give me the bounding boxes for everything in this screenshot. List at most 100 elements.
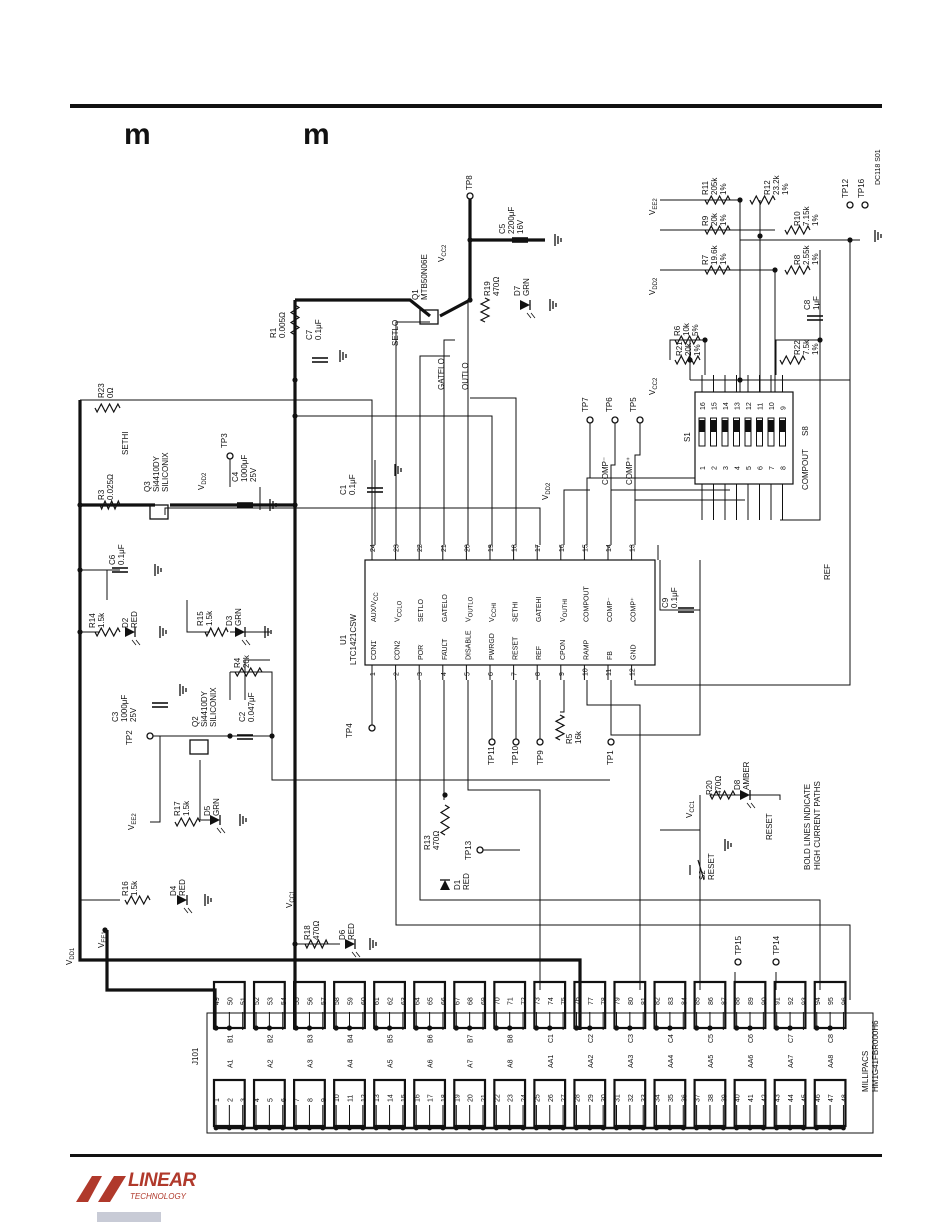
component-value: 205k <box>710 177 719 195</box>
connector-pin-dot <box>534 1125 539 1131</box>
s1-pin-number: 13 <box>735 402 742 410</box>
connector-pin-label: 34 <box>655 1094 662 1102</box>
component-value: 0.047μF <box>247 692 256 722</box>
component-value: GRN <box>212 798 221 816</box>
connector-pin-dot <box>213 1125 219 1131</box>
connector-pin-dot <box>654 1125 659 1131</box>
connector-pin-label: 25 <box>534 1094 541 1102</box>
wire <box>563 489 590 545</box>
connector-group-label: B6 <box>428 1034 435 1043</box>
connector-pin-label: 43 <box>775 1094 782 1102</box>
connector-pin-dot <box>520 1125 526 1131</box>
r21-resistor-icon <box>674 354 701 366</box>
component-value: Si4410DY <box>152 455 161 492</box>
component-value: RED <box>130 611 139 628</box>
connector-group-label: C6 <box>748 1034 755 1043</box>
junction-dot <box>847 237 853 243</box>
connector-pin-dot <box>293 1125 299 1131</box>
u1-pin-name: CPON <box>560 640 567 660</box>
component-value: 2.55k <box>802 244 811 265</box>
test-point-label: TP6 <box>605 397 614 412</box>
component-extra: 1% <box>719 214 728 226</box>
u1-pin-number: 19 <box>488 544 495 552</box>
u1-pin-number: 5 <box>464 672 471 676</box>
component-value: 7.15k <box>802 205 811 226</box>
connector-pin-dot <box>373 1125 379 1131</box>
component-ref: R11 <box>701 180 710 195</box>
test-point-label: TP8 <box>465 175 474 190</box>
connector-pin-label: 14 <box>388 1094 395 1102</box>
connector-pin-label: 74 <box>548 997 555 1005</box>
tp16 <box>861 201 869 209</box>
connector-pin-dot <box>467 1125 473 1131</box>
component-ref: R1 <box>269 327 278 338</box>
tp3 <box>226 452 234 460</box>
connector-pin-label: 30 <box>601 1094 608 1102</box>
junction-dot <box>772 267 778 273</box>
component-ref: R17 <box>173 801 182 816</box>
junction-dot <box>269 733 275 739</box>
u1-pin-number: 9 <box>559 672 566 676</box>
connector-ref: J101 <box>191 1047 200 1065</box>
s1-pin-number: 2 <box>712 466 719 470</box>
junction-dot <box>227 733 233 739</box>
connector-pin-label: 80 <box>628 997 635 1005</box>
component-value: 1000μF <box>240 455 249 482</box>
u1-pin-number: 10 <box>582 668 589 676</box>
u1-pin-name: RESET <box>513 636 520 660</box>
wire <box>271 736 610 781</box>
component-extra: SILICONIX <box>209 687 218 727</box>
tp14 <box>772 958 780 966</box>
connector-pin-label: 46 <box>815 1094 822 1102</box>
s1-part: S8 <box>801 426 810 436</box>
test-point-label: TP2 <box>125 730 134 745</box>
connector-pin-label: 54 <box>281 997 288 1005</box>
r12-resistor-icon <box>749 194 776 206</box>
u1-pin-name: FAULT <box>442 638 449 660</box>
component-extra: 25V <box>129 707 138 722</box>
q3-mosfet-icon <box>149 504 169 520</box>
rail-label: VCC2 <box>437 244 448 262</box>
ground-icon <box>269 499 277 511</box>
component-extra: 25V <box>249 467 258 482</box>
u1-pin-number: 1 <box>370 672 377 676</box>
ground-icon <box>874 230 882 242</box>
junction-dot <box>453 1025 459 1031</box>
connector-pin-label: 1 <box>214 1098 221 1102</box>
r8-resistor-icon <box>784 264 811 276</box>
junction-dot <box>77 629 83 635</box>
test-point-label: TP9 <box>536 750 545 765</box>
light-ray-icon <box>526 312 536 319</box>
connector-group-label: C5 <box>708 1034 715 1043</box>
s1-toggle <box>699 420 705 432</box>
junction-dot <box>292 377 298 383</box>
component-ref: R23 <box>97 383 106 398</box>
u1-pin-name: DISABLE <box>465 630 472 660</box>
connector-group-label: AA7 <box>788 1055 795 1068</box>
junction-dot <box>102 927 108 933</box>
junction-dot <box>547 1025 553 1031</box>
connector-pin-label: 86 <box>708 997 715 1005</box>
component-ref: R14 <box>88 613 97 628</box>
u1-pin-number: 24 <box>370 544 377 552</box>
component-extra: 1% <box>811 214 820 226</box>
component-ref: D3 <box>225 615 234 626</box>
brand-main: LINEAR <box>128 1170 196 1191</box>
connector-pin-dot <box>253 1125 259 1131</box>
connector-pin-label: 89 <box>748 997 755 1005</box>
connector-group-label: C4 <box>668 1034 675 1043</box>
connector-pin-label: 22 <box>494 1094 501 1102</box>
s1-pin-number: 5 <box>746 466 753 470</box>
connector-pin-dot <box>747 1125 753 1131</box>
connector-pin-dot <box>547 1125 553 1131</box>
connector-pin-dot <box>480 1125 486 1131</box>
connector-pin-label: 93 <box>801 997 808 1005</box>
component-ref: C6 <box>108 554 117 565</box>
u1-part: LTC1421CSW <box>349 614 358 665</box>
connector-group-label: AA8 <box>828 1055 835 1068</box>
component-value: 0Ω <box>106 388 115 398</box>
connector-pin-dot <box>667 1125 673 1131</box>
rail-label: VDD2 <box>197 472 208 490</box>
connector-group-label: A5 <box>388 1059 395 1068</box>
component-ref: C8 <box>803 299 812 310</box>
